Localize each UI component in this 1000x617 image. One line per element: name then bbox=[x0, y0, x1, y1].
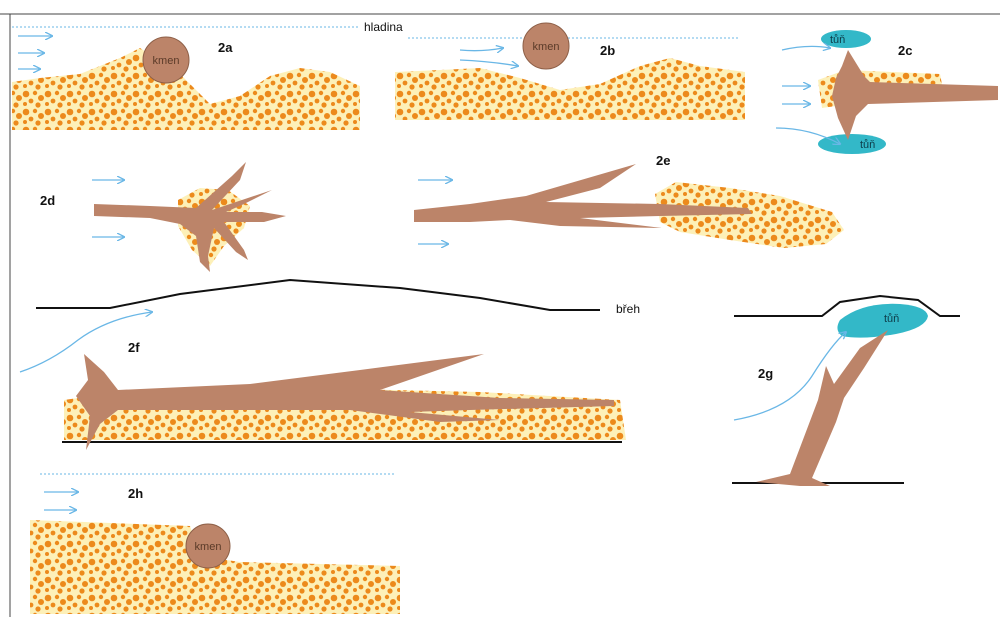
flow-arrow bbox=[460, 60, 518, 66]
panel-label-2b: 2b bbox=[600, 43, 615, 58]
pool-shape bbox=[818, 134, 886, 154]
flow-arrow bbox=[460, 48, 503, 51]
pool-shape bbox=[821, 30, 871, 48]
panel-label-2g: 2g bbox=[758, 366, 773, 381]
trunk-label: kmen bbox=[195, 541, 222, 553]
water-surface-label: hladina bbox=[364, 20, 403, 34]
panel-label-2a: 2a bbox=[218, 40, 233, 55]
tree-trunk bbox=[832, 50, 998, 140]
panel-2d: 2d bbox=[40, 162, 286, 272]
panel-2e: 2e bbox=[414, 153, 844, 248]
panel-2c: tůň tůň 2c bbox=[776, 30, 998, 154]
flow-arrow bbox=[782, 46, 830, 50]
tree-branches bbox=[94, 162, 286, 272]
tree-trunk bbox=[756, 330, 888, 486]
pool-shape bbox=[837, 304, 928, 338]
bank-line bbox=[36, 280, 600, 310]
panel-label-2h: 2h bbox=[128, 486, 143, 501]
pool-label: tůň bbox=[860, 139, 875, 151]
gravel-bed bbox=[395, 58, 745, 120]
pool-label: tůň bbox=[884, 313, 899, 325]
pool-label: tůň bbox=[830, 34, 845, 46]
panel-label-2e: 2e bbox=[656, 153, 670, 168]
panel-2g: tůň 2g bbox=[732, 296, 960, 486]
panel-2b: kmen 2b bbox=[395, 23, 745, 120]
panel-2h: kmen 2h bbox=[30, 474, 400, 614]
panel-label-2d: 2d bbox=[40, 193, 55, 208]
panel-2f: břeh 2f bbox=[20, 280, 640, 450]
trunk-label: kmen bbox=[533, 41, 560, 53]
bank-label: břeh bbox=[616, 302, 640, 316]
trunk-label: kmen bbox=[153, 55, 180, 67]
panel-label-2f: 2f bbox=[128, 340, 140, 355]
panel-2a: kmen 2a bbox=[12, 27, 360, 130]
panel-label-2c: 2c bbox=[898, 43, 912, 58]
